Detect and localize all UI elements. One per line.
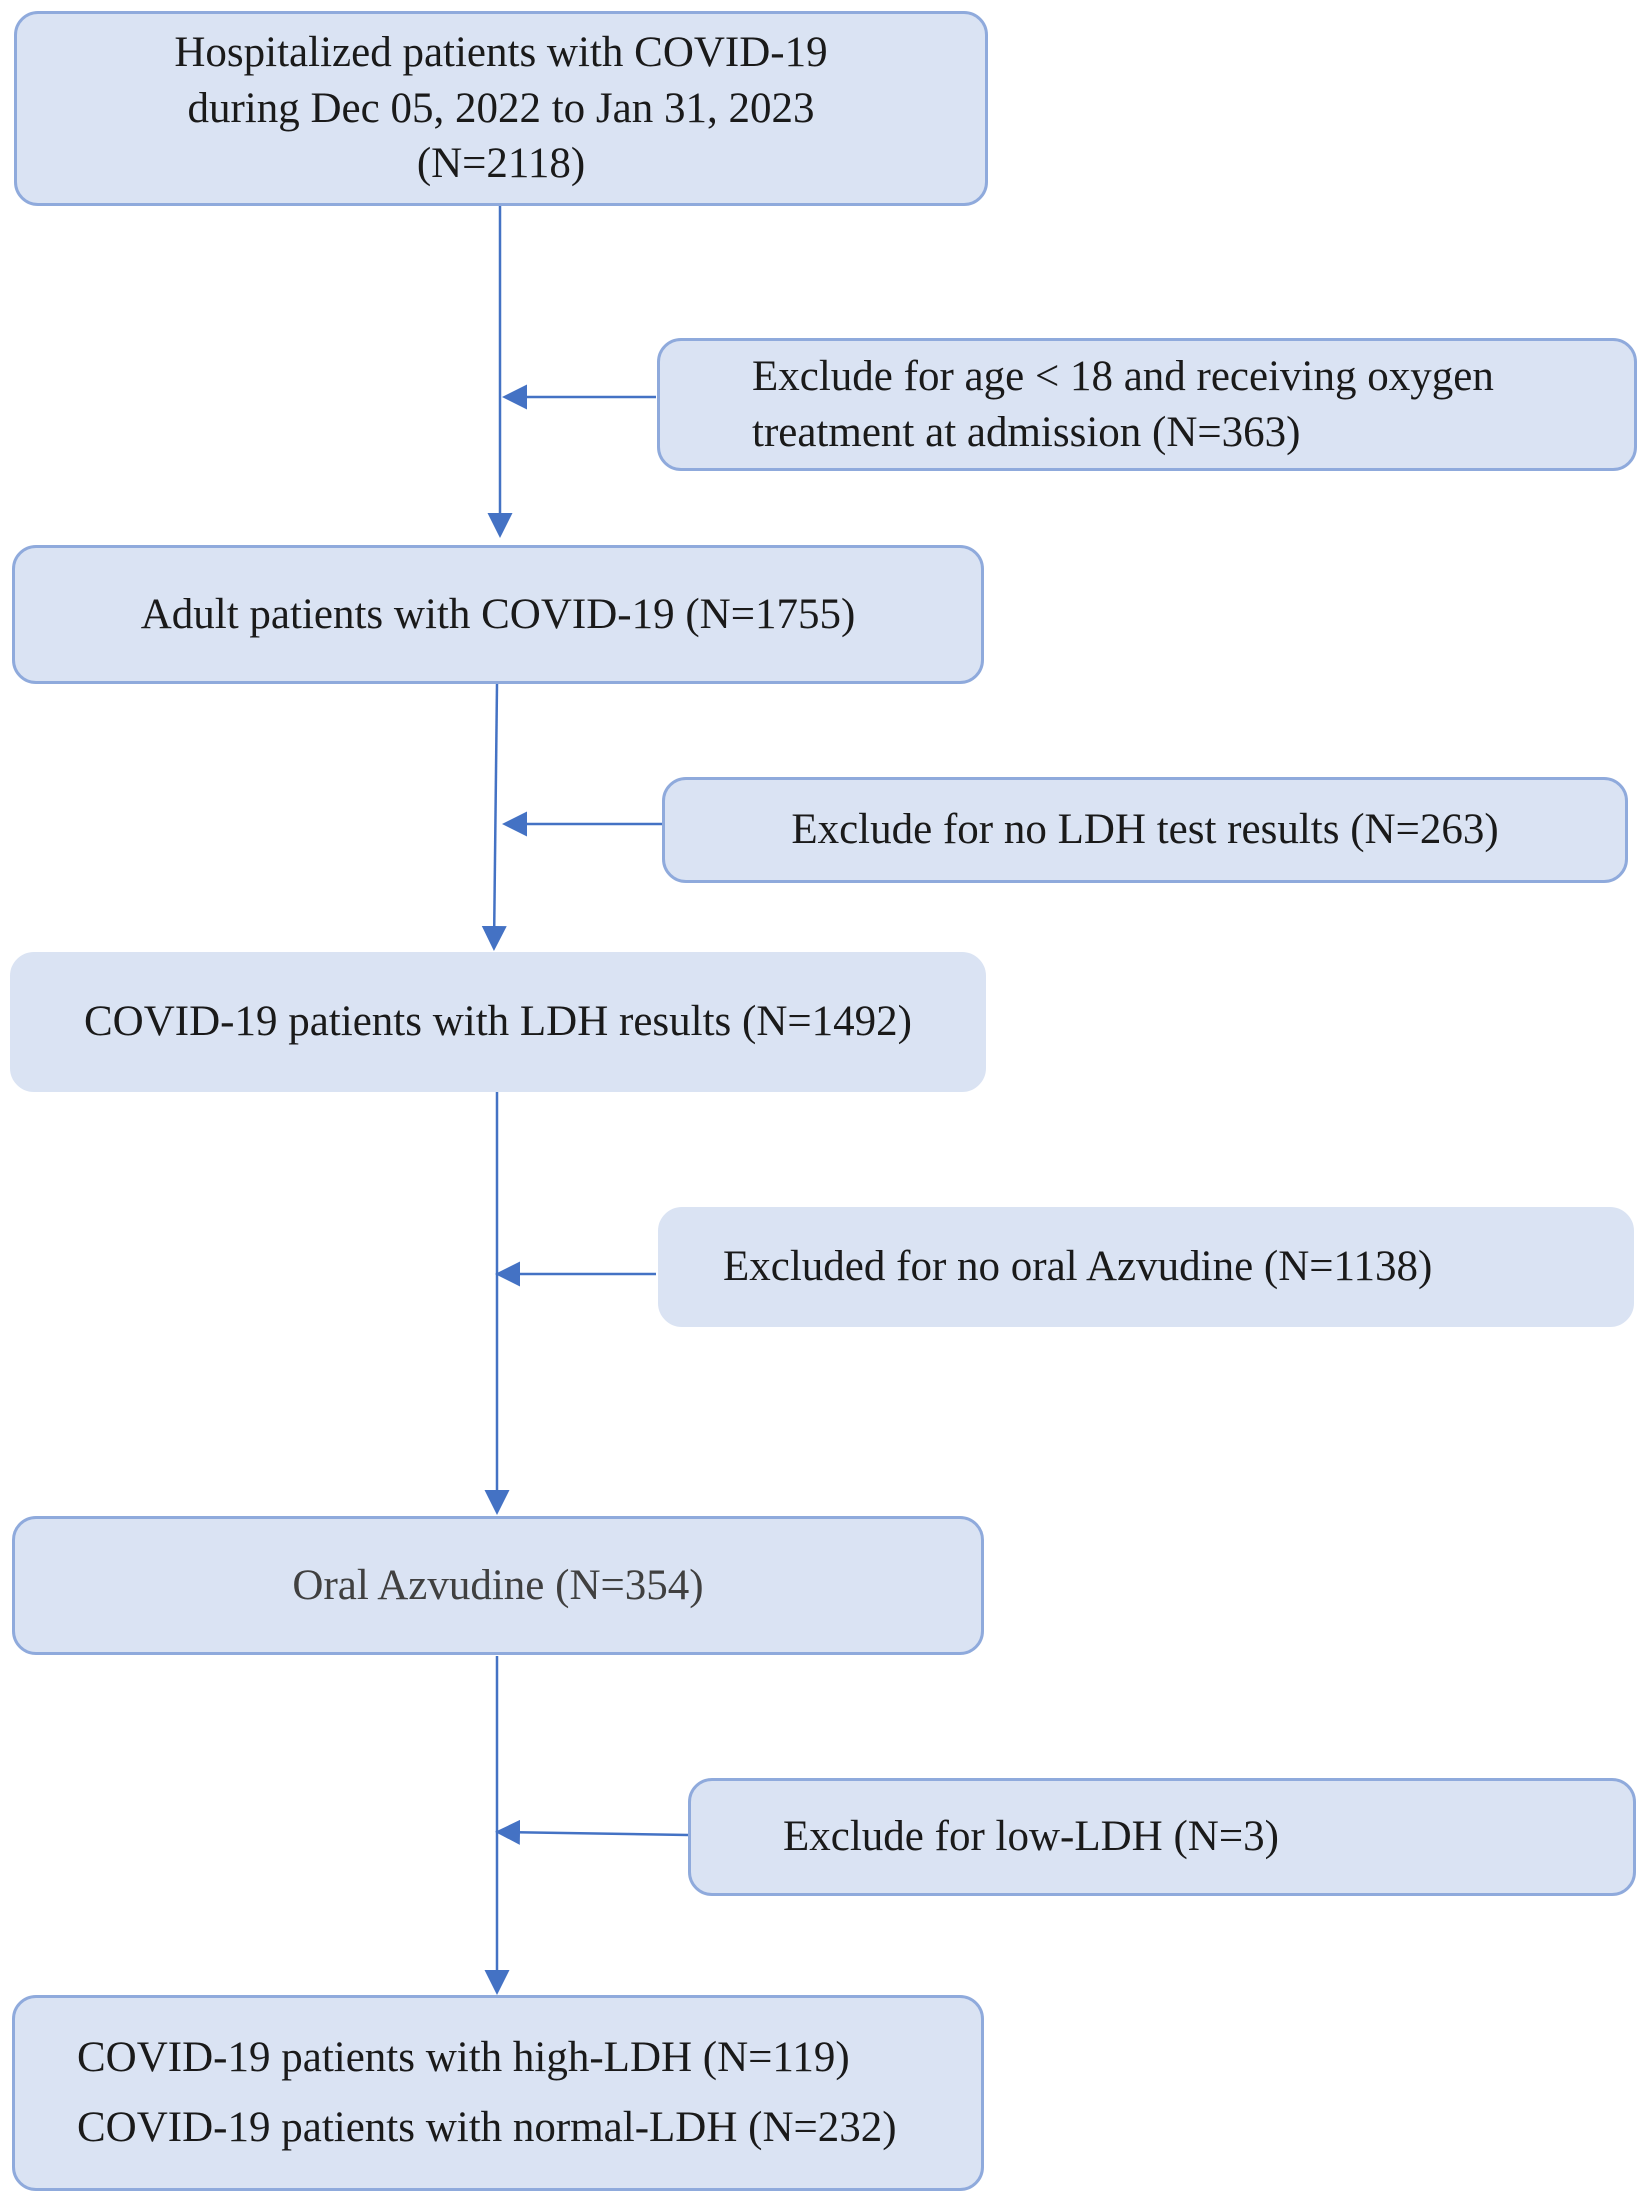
box-hospitalized-line-3: (N=2118) xyxy=(416,140,586,188)
box-oral-azvudine: Oral Azvudine (N=354) xyxy=(12,1516,984,1655)
box-exclude-age-line-2: treatment at admission (N=363) xyxy=(752,408,1301,456)
box-exclude-azvudine-text: Excluded for no oral Azvudine (N=1138) xyxy=(723,1243,1433,1291)
box-final-normal-ldh: COVID-19 patients with normal-LDH (N=232… xyxy=(77,2104,897,2151)
box-exclude-no-azvudine: Excluded for no oral Azvudine (N=1138) xyxy=(658,1207,1634,1327)
box-hospitalized-line-2: during Dec 05, 2022 to Jan 31, 2023 xyxy=(187,84,815,132)
arrow-exclude-low-ldh xyxy=(495,1819,689,1845)
box-exclude-age-line-1: Exclude for age < 18 and receiving oxyge… xyxy=(752,352,1494,400)
arrow-adult-to-ldh xyxy=(481,683,507,951)
box-hospitalized-line-1: Hospitalized patients with COVID-19 xyxy=(174,28,828,76)
box-ldh-results-text: COVID-19 patients with LDH results (N=14… xyxy=(83,998,912,1046)
box-final-ldh-groups: COVID-19 patients with high-LDH (N=119) … xyxy=(12,1995,984,2191)
box-final-high-ldh: COVID-19 patients with high-LDH (N=119) xyxy=(77,2034,850,2082)
box-ldh-results: COVID-19 patients with LDH results (N=14… xyxy=(10,952,986,1092)
box-exclude-low-ldh-text: Exclude for low-LDH (N=3) xyxy=(783,1813,1279,1861)
box-adult-patients: Adult patients with COVID-19 (N=1755) xyxy=(12,545,984,684)
box-exclude-age-oxygen: Exclude for age < 18 and receiving oxyge… xyxy=(657,338,1637,471)
box-adult-text: Adult patients with COVID-19 (N=1755) xyxy=(140,590,856,638)
box-exclude-no-ldh-test: Exclude for no LDH test results (N=263) xyxy=(662,777,1628,883)
box-exclude-low-ldh: Exclude for low-LDH (N=3) xyxy=(688,1778,1636,1896)
box-exclude-ldh-test-text: Exclude for no LDH test results (N=263) xyxy=(791,806,1499,854)
box-hospitalized-patients: Hospitalized patients with COVID-19 duri… xyxy=(14,11,988,206)
box-oral-azvudine-text: Oral Azvudine (N=354) xyxy=(292,1561,704,1609)
